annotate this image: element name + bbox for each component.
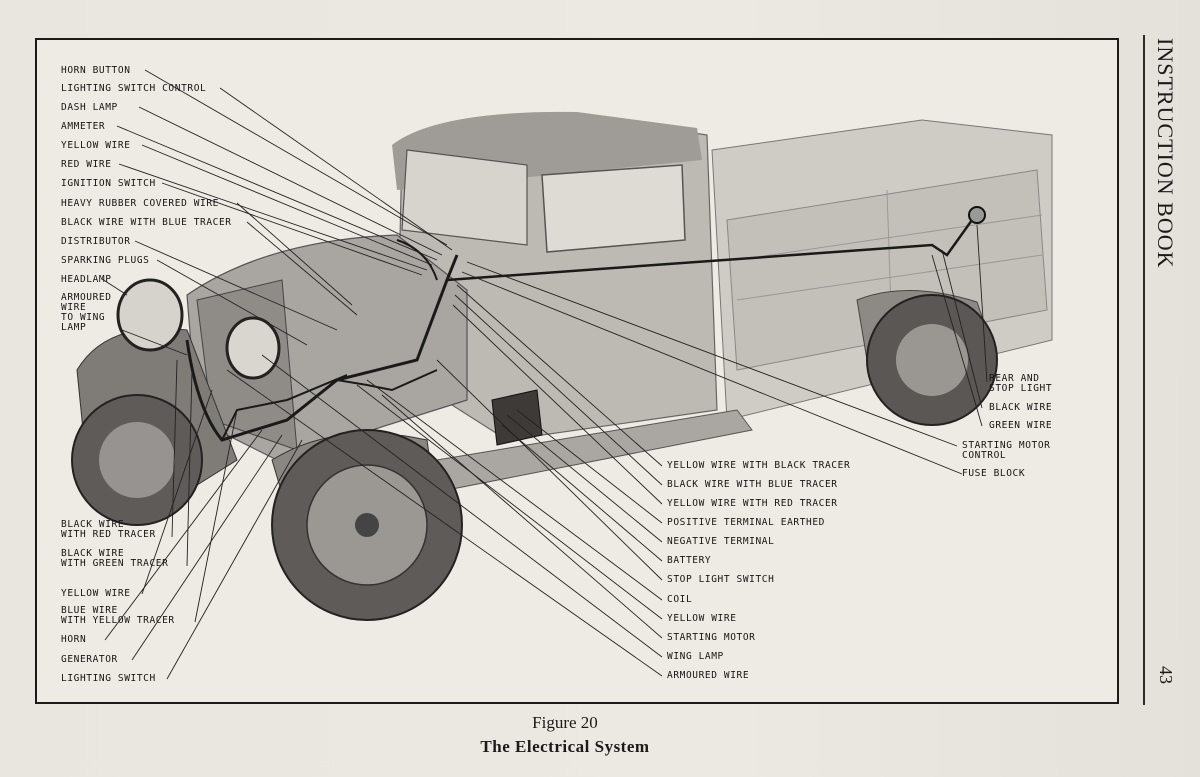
running-head: INSTRUCTION BOOK	[1153, 38, 1178, 269]
label-heavy-rubber-covered-wire: HEAVY RUBBER COVERED WIRE	[61, 198, 219, 209]
label-black-wire-rear: BLACK WIRE	[989, 402, 1053, 413]
label-dash-lamp: DASH LAMP	[61, 102, 118, 113]
label-yellow-wire-black-tracer: YELLOW WIRE WITH BLACK TRACER	[667, 460, 851, 471]
label-fuse-block: FUSE BLOCK	[962, 468, 1026, 479]
label-rear-and-stop-light: REAR AND STOP LIGHT	[989, 373, 1053, 394]
label-ammeter: AMMETER	[61, 121, 106, 132]
label-armoured-wire-to-wing-lamp: ARMOURED WIRE TO WING LAMP	[61, 292, 112, 333]
label-green-wire: GREEN WIRE	[989, 420, 1053, 431]
label-stop-light-switch: STOP LIGHT SWITCH	[667, 574, 775, 585]
label-armoured-wire: ARMOURED WIRE	[667, 670, 750, 681]
label-black-wire-red-tracer: BLACK WIRE WITH RED TRACER	[61, 519, 156, 540]
label-blue-wire-yellow-tracer: BLUE WIRE WITH YELLOW TRACER	[61, 605, 175, 626]
label-distributor: DISTRIBUTOR	[61, 236, 131, 247]
label-battery: BATTERY	[667, 555, 712, 566]
label-ignition-switch: IGNITION SWITCH	[61, 178, 156, 189]
label-yellow-wire-center: YELLOW WIRE	[667, 613, 737, 624]
label-yellow-wire-lower: YELLOW WIRE	[61, 588, 131, 599]
page-number: 43	[1156, 666, 1176, 684]
label-lighting-switch: LIGHTING SWITCH	[61, 673, 156, 684]
label-horn: HORN	[61, 634, 87, 645]
label-horn-button: HORN BUTTON	[61, 65, 131, 76]
label-headlamp: HEADLAMP	[61, 274, 112, 285]
figure-number: Figure 20	[532, 713, 598, 732]
label-generator: GENERATOR	[61, 654, 118, 665]
label-starting-motor-control: STARTING MOTOR CONTROL	[962, 440, 1051, 461]
truck-illustration	[71, 69, 1053, 680]
label-yellow-wire-top: YELLOW WIRE	[61, 140, 131, 151]
label-starting-motor: STARTING MOTOR	[667, 632, 756, 643]
margin-rule	[1143, 35, 1145, 705]
label-black-wire-green-tracer: BLACK WIRE WITH GREEN TRACER	[61, 548, 169, 569]
figure-frame: HORN BUTTON LIGHTING SWITCH CONTROL DASH…	[35, 38, 1119, 704]
label-red-wire: RED WIRE	[61, 159, 112, 170]
label-sparking-plugs: SPARKING PLUGS	[61, 255, 150, 266]
label-yellow-wire-red-tracer: YELLOW WIRE WITH RED TRACER	[667, 498, 838, 509]
figure-title: The Electrical System	[480, 737, 650, 756]
label-wing-lamp: WING LAMP	[667, 651, 724, 662]
label-black-wire-blue-tracer-center: BLACK WIRE WITH BLUE TRACER	[667, 479, 838, 490]
label-positive-terminal-earthed: POSITIVE TERMINAL EARTHED	[667, 517, 825, 528]
label-negative-terminal: NEGATIVE TERMINAL	[667, 536, 775, 547]
label-coil: COIL	[667, 594, 693, 605]
label-black-wire-blue-tracer: BLACK WIRE WITH BLUE TRACER	[61, 217, 232, 228]
label-lighting-switch-control: LIGHTING SWITCH CONTROL	[61, 83, 207, 94]
